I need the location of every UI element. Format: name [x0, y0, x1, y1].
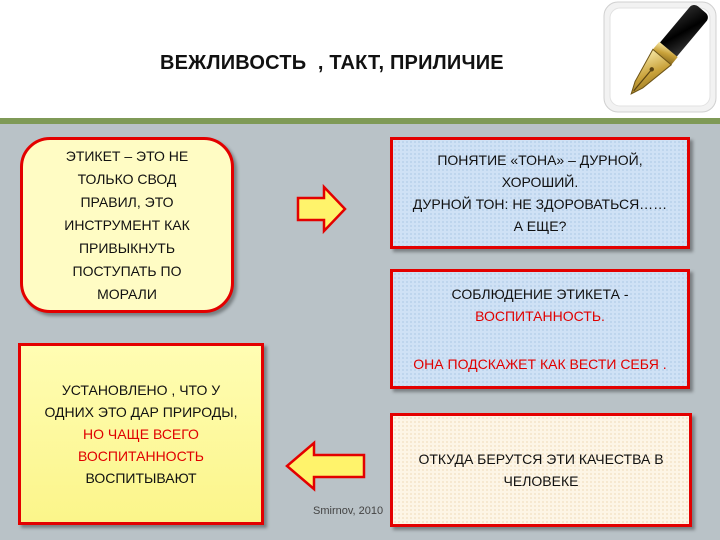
text-line: ХОРОШИЙ.: [501, 174, 579, 190]
header-divider: [0, 118, 720, 124]
text-line: ЧЕЛОВЕКЕ: [503, 473, 579, 489]
text-line-highlight: НО ЧАЩЕ ВСЕГО: [83, 426, 199, 442]
slide-header: ВЕЖЛИВОСТЬ , ТАКТ, ПРИЛИЧИЕ: [0, 0, 720, 118]
text-line: ПОНЯТИЕ «ТОНА» – ДУРНОЙ,: [437, 152, 643, 168]
text-line: СОБЛЮДЕНИЕ ЭТИКЕТА -: [451, 286, 629, 302]
text-line: ИНСТРУМЕНТ КАК: [64, 216, 190, 233]
arrow-right-icon: [296, 184, 347, 234]
text-line-highlight: ВОСПИТАННОСТЬ.: [475, 308, 605, 324]
text-line: ТОЛЬКО СВОД: [77, 170, 177, 187]
text-line: МОРАЛИ: [97, 285, 157, 302]
text-line: ПРИВЫКНУТЬ: [78, 239, 176, 256]
text-line: А ЕЩЕ?: [513, 218, 567, 234]
qualities-origin-box: ОТКУДА БЕРУТСЯ ЭТИ КАЧЕСТВА В ЧЕЛОВЕКЕ: [390, 413, 692, 527]
text-line-highlight: ВОСПИТАННОСТЬ: [78, 448, 204, 464]
etiquette-definition-box: ЭТИКЕТ – ЭТО НЕ ТОЛЬКО СВОД ПРАВИЛ, ЭТО …: [20, 137, 234, 313]
established-fact-box: УСТАНОВЛЕНО , ЧТО У ОДНИХ ЭТО ДАР ПРИРОД…: [18, 343, 264, 525]
tone-concept-box: ПОНЯТИЕ «ТОНА» – ДУРНОЙ, ХОРОШИЙ. ДУРНОЙ…: [390, 137, 690, 249]
text-line: ВОСПИТЫВАЮТ: [85, 470, 197, 486]
etiquette-observance-box: СОБЛЮДЕНИЕ ЭТИКЕТА - ВОСПИТАННОСТЬ. ОНА …: [390, 269, 690, 389]
text-line: ОДНИХ ЭТО ДАР ПРИРОДЫ,: [44, 404, 238, 420]
text-line: ЭТИКЕТ – ЭТО НЕ: [65, 147, 189, 164]
fountain-pen-icon: [603, 1, 717, 113]
text-line: ПОСТУПАТЬ ПО: [72, 262, 182, 279]
text-line: ОТКУДА БЕРУТСЯ ЭТИ КАЧЕСТВА В: [418, 451, 664, 467]
author-watermark: Smirnov, 2010: [313, 505, 384, 517]
slide-title: ВЕЖЛИВОСТЬ , ТАКТ, ПРИЛИЧИЕ: [160, 52, 504, 74]
arrow-left-icon: [285, 440, 366, 492]
text-line: УСТАНОВЛЕНО , ЧТО У: [61, 382, 221, 398]
text-line: ПРАВИЛ, ЭТО: [80, 193, 174, 210]
text-line-highlight: ОНА ПОДСКАЖЕТ КАК ВЕСТИ СЕБЯ .: [413, 356, 667, 372]
text-line: ДУРНОЙ ТОН: НЕ ЗДОРОВАТЬСЯ……: [412, 196, 668, 212]
